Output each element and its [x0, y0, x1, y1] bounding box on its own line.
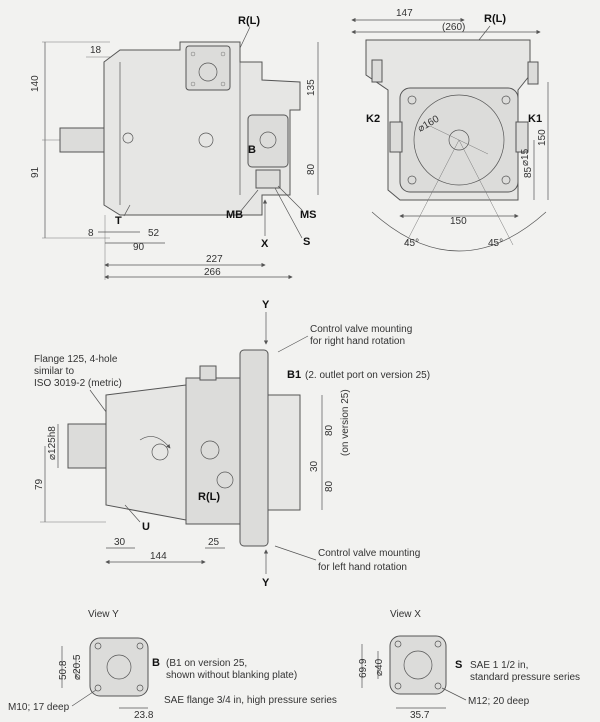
dim-150-horizontal: 150	[450, 216, 467, 227]
dim-52: 52	[148, 228, 160, 239]
dim-25: 25	[208, 537, 220, 548]
label-t: T	[115, 215, 122, 227]
label-b: B	[248, 144, 256, 156]
note-x-3: M12; 20 deep	[468, 696, 530, 707]
note-y-4: M10; 17 deep	[8, 702, 70, 713]
label-k2: K2	[366, 113, 380, 125]
note-cv-right-1: Control valve mounting	[310, 324, 412, 335]
view-x: View X 69.9 ⌀40 35.7 S SAE 1 1/2 in, sta…	[358, 609, 580, 721]
label-r-l-top: R(L)	[198, 491, 220, 503]
top-plug	[199, 365, 217, 381]
dim-91: 91	[30, 166, 41, 178]
note-y-3: SAE flange 3/4 in, high pressure series	[164, 695, 337, 706]
dim-69-9: 69.9	[358, 658, 369, 678]
note-on-version: (on version 25)	[340, 389, 351, 456]
side-view: 140 91 18 R(L) B MB MS X S T	[30, 15, 319, 280]
dim-79: 79	[34, 478, 45, 490]
label-r-l: R(L)	[238, 15, 260, 27]
dim-20-5: ⌀20.5	[72, 654, 83, 680]
pump-housing	[103, 41, 301, 216]
left-plug	[371, 59, 383, 83]
label-u: U	[142, 521, 150, 533]
port-b-flange	[247, 114, 289, 168]
label-s-view-x: S	[455, 659, 462, 671]
dim-260: (260)	[442, 22, 465, 33]
port-k2	[389, 121, 403, 153]
label-r-l-front: R(L)	[484, 13, 506, 25]
note-flange-2: similar to	[34, 366, 74, 377]
front-view: 147 (260) R(L) ⌀160 K2 K1 ⌀15 150 85 150	[351, 8, 549, 252]
note-y-2: shown without blanking plate)	[166, 670, 297, 681]
label-y-top: Y	[262, 299, 270, 311]
dim-266: 266	[204, 267, 221, 278]
note-y-1: (B1 on version 25,	[166, 658, 247, 669]
label-x: X	[261, 238, 269, 250]
dim-227: 227	[206, 254, 223, 265]
dim-135: 135	[306, 79, 317, 96]
right-plug	[527, 61, 539, 85]
label-s: S	[303, 236, 310, 248]
label-k1: K1	[528, 113, 542, 125]
sae-flange-x	[389, 635, 447, 695]
dim-85: 85	[523, 166, 534, 178]
note-cv-left-2: for left hand rotation	[318, 562, 407, 573]
dim-18: 18	[90, 45, 102, 56]
top-view: Y Control valve mounting for right hand …	[34, 299, 430, 589]
angle-45-right: 45°	[488, 238, 503, 249]
port-r-l-flange	[185, 45, 231, 91]
dim-8: 8	[88, 228, 94, 239]
view-y: View Y 50.8 ⌀20.5 23.8 B (B1 on version …	[8, 609, 337, 721]
sae-flange-y	[89, 637, 149, 697]
dim-150-vertical: 150	[537, 129, 548, 146]
center-block	[185, 377, 241, 525]
dim-125: ⌀125h8	[47, 426, 58, 460]
dim-23-8: 23.8	[134, 710, 154, 721]
dim-140: 140	[30, 75, 41, 92]
label-b-view-y: B	[152, 657, 160, 669]
note-x-1: SAE 1 1/2 in,	[470, 660, 528, 671]
dim-80: 80	[306, 163, 317, 175]
note-flange-3: ISO 3019-2 (metric)	[34, 378, 122, 389]
note-flange-1: Flange 125, 4-hole	[34, 354, 118, 365]
port-s	[255, 169, 281, 189]
dim-80-lower: 80	[324, 480, 335, 492]
note-cv-left-1: Control valve mounting	[318, 548, 420, 559]
dim-90: 90	[133, 242, 145, 253]
dim-144: 144	[150, 551, 167, 562]
view-x-title: View X	[390, 609, 421, 620]
view-y-title: View Y	[88, 609, 119, 620]
note-cv-right-2: for right hand rotation	[310, 336, 405, 347]
dim-30-right: 30	[309, 460, 320, 472]
note-x-2: standard pressure series	[470, 672, 580, 683]
dim-35-7: 35.7	[410, 710, 430, 721]
port-k1	[515, 121, 529, 153]
dim-15: ⌀15	[520, 148, 531, 166]
flange-shaft	[67, 423, 107, 469]
dim-147: 147	[396, 8, 413, 19]
label-mb: MB	[226, 209, 243, 221]
angle-45-left: 45°	[404, 238, 419, 249]
label-b1: B1	[287, 369, 301, 381]
dim-40: ⌀40	[374, 658, 385, 676]
note-b1: (2. outlet port on version 25)	[305, 370, 430, 381]
dim-30-left: 30	[114, 537, 126, 548]
control-valve	[239, 349, 269, 547]
label-y-bottom: Y	[262, 577, 270, 589]
dim-80-upper: 80	[324, 424, 335, 436]
label-ms: MS	[300, 209, 317, 221]
dim-50-8: 50.8	[58, 660, 69, 680]
drive-shaft	[59, 127, 105, 153]
